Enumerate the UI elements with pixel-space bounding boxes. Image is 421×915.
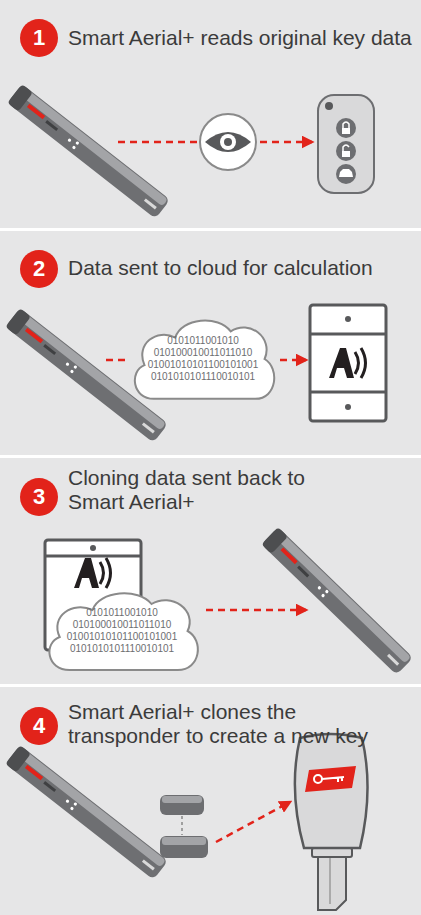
dashed-arrow <box>206 609 306 612</box>
step-number: 1 <box>20 19 58 57</box>
step-number-text: 4 <box>33 714 45 738</box>
step-number: 2 <box>20 250 58 288</box>
step-panel: Cloning data sent back to Smart Aerial+ 3… <box>0 458 421 684</box>
binary-data: 0101011001010 010100010011011010 0100101… <box>67 607 177 655</box>
transponder <box>160 795 208 858</box>
dashed-arrow <box>260 141 312 144</box>
data-cloud: 0101011001010 010100010011011010 0100101… <box>40 586 204 676</box>
dashed-arrow <box>280 359 306 362</box>
binary-data: 0101011001010 010100010011011010 0100101… <box>148 335 258 383</box>
reader-device <box>261 527 413 675</box>
dashed-arrow <box>216 802 290 842</box>
reader-device <box>5 745 168 880</box>
panel-ground <box>0 0 421 228</box>
step-heading: Data sent to cloud for calculation <box>68 256 416 280</box>
panel-ground <box>0 231 421 455</box>
reader-device <box>7 84 170 219</box>
eye-icon <box>200 114 256 170</box>
panel-ground <box>0 458 421 684</box>
step-panel: Data sent to cloud for calculation 2 01010… <box>0 231 421 455</box>
server-icon <box>310 305 386 421</box>
step-heading: Smart Aerial+ clones the transponder to … <box>68 700 388 748</box>
step-number-text: 2 <box>33 257 45 281</box>
step-panel: Smart Aerial+ reads original key data 1 <box>0 0 421 228</box>
key-fob <box>318 95 374 193</box>
step-number: 3 <box>20 478 58 516</box>
new-key <box>295 734 368 910</box>
step-heading: Smart Aerial+ reads original key data <box>68 26 416 50</box>
step-number-text: 3 <box>33 485 45 509</box>
data-cloud: 0101011001010 010100010011011010 0100101… <box>126 313 280 405</box>
dashed-arrow <box>118 141 198 144</box>
panel-ground <box>0 687 421 915</box>
step-panel: Smart Aerial+ clones the transponder to … <box>0 687 421 915</box>
step-number: 4 <box>20 707 58 745</box>
step-heading: Cloning data sent back to Smart Aerial+ <box>68 466 330 514</box>
step-number-text: 1 <box>33 26 45 50</box>
dashed-arrow <box>106 359 128 362</box>
